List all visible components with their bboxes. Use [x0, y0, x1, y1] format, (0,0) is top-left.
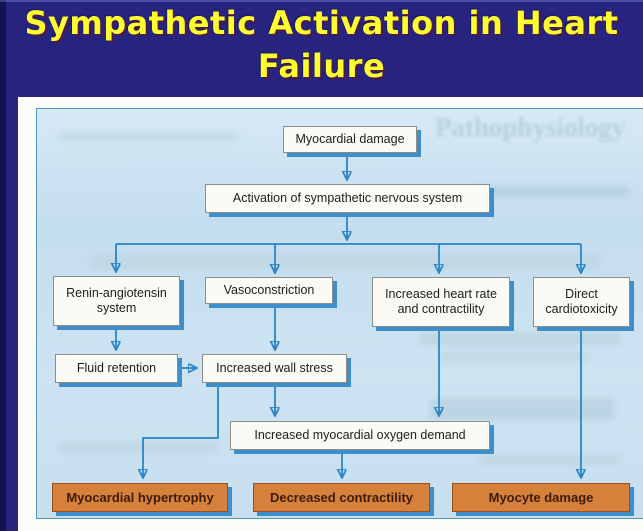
node-sympathetic-activation: Activation of sympathetic nervous system [205, 184, 490, 213]
slide-title-line2: Failure [257, 47, 386, 85]
node-renin-angiotensin-system: Renin-angiotensin system [53, 276, 180, 326]
slide-title: Sympathetic Activation in Heart Failure [0, 2, 643, 88]
slide-top-edge [0, 0, 643, 2]
node-decreased-contractility: Decreased contractility [253, 483, 430, 512]
slide-left-edge [0, 0, 6, 531]
node-oxygen-demand: Increased myocardial oxygen demand [230, 421, 490, 450]
node-increased-heart-rate: Increased heart rate and contractility [372, 277, 510, 327]
node-myocardial-hypertrophy: Myocardial hypertrophy [52, 483, 228, 512]
node-myocyte-damage: Myocyte damage [452, 483, 630, 512]
node-vasoconstriction: Vasoconstriction [205, 277, 333, 304]
slide-title-line1: Sympathetic Activation in Heart [24, 4, 619, 42]
node-direct-cardiotoxicity: Direct cardiotoxicity [533, 277, 630, 327]
node-increased-wall-stress: Increased wall stress [202, 354, 347, 383]
node-fluid-retention: Fluid retention [55, 354, 178, 383]
node-myocardial-damage: Myocardial damage [283, 126, 417, 153]
